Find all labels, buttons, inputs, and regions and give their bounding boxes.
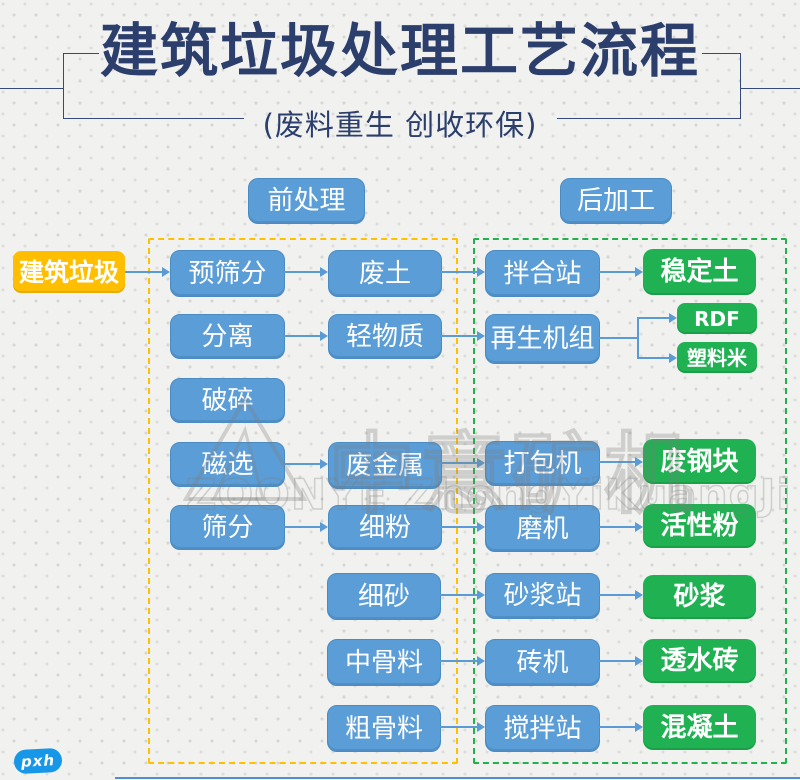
flow-arrow [440,267,485,277]
flow-node: 废土 [328,250,442,297]
flow-node: 预筛分 [170,250,285,297]
stage-header: 前处理 [248,178,365,224]
flow-node: 搅拌站 [485,705,600,752]
flow-connector-segment [637,318,639,359]
flow-arrow [283,331,328,341]
flow-arrow [598,522,643,532]
flow-node: 粗骨料 [327,705,441,752]
flow-arrow [439,590,485,600]
flow-node: 磁选 [170,442,285,487]
flow-node: 筛分 [170,505,285,550]
stage-header: 后加工 [560,178,672,224]
flow-node: 砂浆站 [485,573,600,619]
flow-arrow [283,459,328,469]
flow-node: RDF [677,303,757,334]
page-title: 建筑垃圾处理工艺流程 [99,17,700,85]
flow-arrow [440,458,485,468]
flow-node: 废金属 [328,442,442,489]
flow-node: 磨机 [485,505,600,552]
title-frame-connector-right [740,88,800,89]
bottom-divider-line [115,777,800,779]
title-frame-top-left [63,53,99,54]
title-frame-right-edge [740,53,741,118]
flow-node: 轻物质 [328,314,442,359]
flow-node: 透水砖 [643,639,756,683]
flow-arrow [598,590,643,600]
flow-node: 拌合站 [485,250,600,297]
flow-node: 废钢块 [643,439,756,484]
flow-arrow [439,722,485,732]
flow-arrow [283,267,328,277]
flow-arrow [598,267,643,277]
flow-arrow [439,656,485,666]
flow-node: 砂浆 [643,575,756,619]
title-frame-top-right [702,53,741,54]
flow-node: 细砂 [327,573,441,620]
flow-arrow [440,331,485,341]
flow-node: 塑料米 [677,342,757,373]
flow-node: 分离 [170,314,285,359]
pxh-logo-badge: pxh [13,747,63,775]
pre-processing-container [148,238,458,764]
source-node: 建筑垃圾 [13,251,125,293]
flow-arrow [440,522,485,532]
flow-node: 中骨料 [327,639,441,686]
flow-arrow [283,522,328,532]
flow-node: 破碎 [170,378,285,423]
flow-node: 活性粉 [643,504,756,548]
flow-connector-segment [598,337,638,339]
title-frame-bottom-right [557,118,741,119]
title-frame-left-edge [63,53,64,118]
flow-node: 细粉 [328,505,442,550]
flow-node: 再生机组 [485,314,600,364]
pxh-logo-label: pxh [20,751,56,771]
flow-arrow [125,267,170,277]
flow-arrow [637,353,677,363]
flow-arrow [598,457,643,467]
flow-arrow [598,656,643,666]
flow-arrow [598,722,643,732]
page-subtitle: (废料重生 创收环保) [262,108,538,142]
flow-node: 砖机 [485,639,600,686]
flow-arrow [637,313,677,323]
post-processing-container [473,238,787,764]
flow-node: 打包机 [485,441,600,486]
title-frame-bottom-left [63,118,244,119]
title-frame-connector-left [0,88,63,89]
flow-node: 混凝土 [643,705,756,750]
flow-node: 稳定土 [643,249,756,295]
